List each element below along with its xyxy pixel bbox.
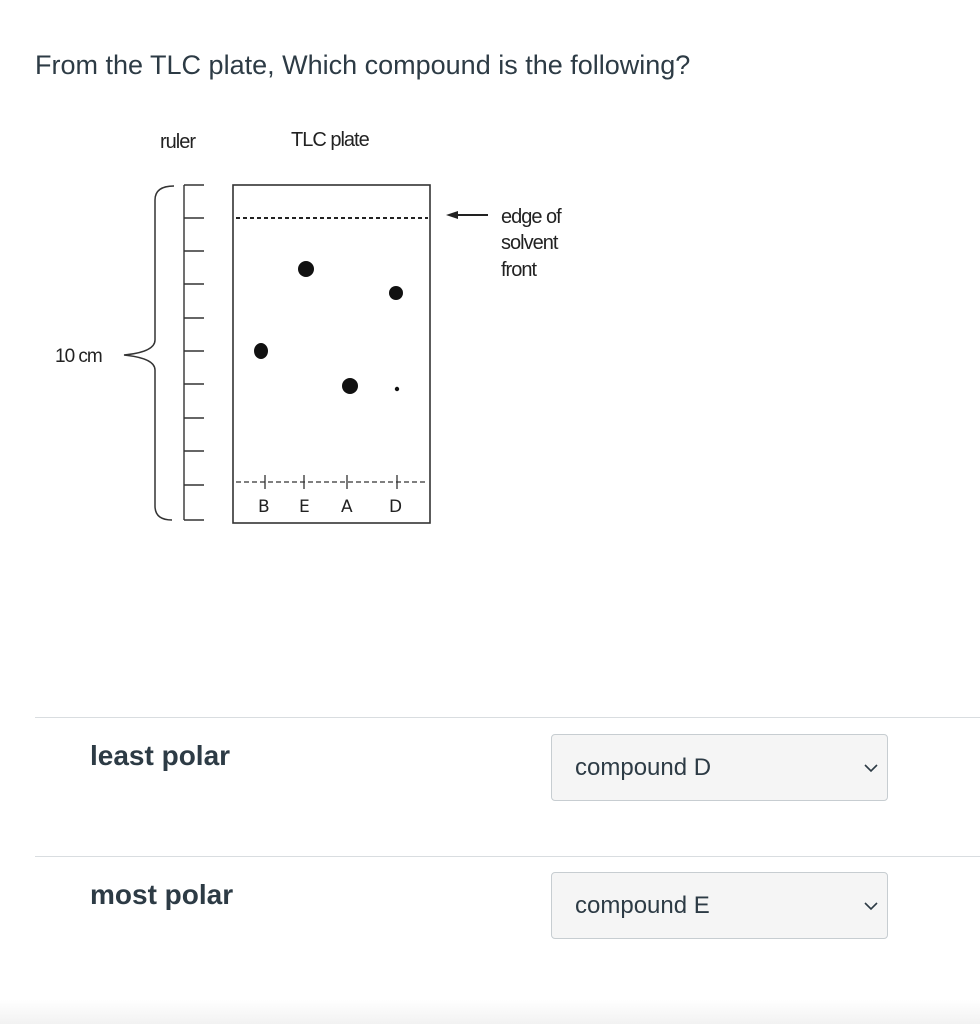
solvent-front-label-line-1: edge of — [501, 206, 562, 228]
lane-ticks — [264, 475, 398, 489]
row-divider — [35, 717, 980, 718]
tlc-figure: ruler TLC plate 10 cm B E A D edg — [55, 129, 563, 524]
row-divider — [35, 856, 980, 857]
ruler-label: ruler — [160, 131, 196, 153]
least-polar-select-value: compound D — [575, 754, 712, 781]
row-label-least-polar: least polar — [90, 740, 231, 771]
length-brace — [123, 185, 175, 521]
spot-d-upper — [389, 286, 403, 300]
lane-label-d: D — [389, 497, 402, 517]
arrow-head-icon — [446, 211, 458, 219]
plate-label: TLC plate — [291, 129, 370, 151]
solvent-front-label-line-2: solvent — [501, 232, 559, 254]
lane-label-a: A — [341, 497, 353, 517]
tlc-plate — [232, 184, 431, 524]
least-polar-select[interactable]: compound D — [551, 734, 888, 801]
lane-label-e: E — [299, 497, 310, 517]
spot-b — [254, 343, 268, 359]
spot-d-lower — [394, 386, 400, 392]
most-polar-select[interactable]: compound E — [551, 872, 888, 939]
chevron-down-icon — [864, 902, 878, 911]
lane-label-b: B — [258, 497, 270, 517]
page-bottom-edge — [0, 1000, 980, 1024]
spot-e — [298, 261, 314, 277]
question-text: From the TLC plate, Which compound is th… — [35, 50, 691, 80]
spot-a — [342, 378, 358, 394]
ruler — [183, 184, 204, 521]
most-polar-select-value: compound E — [575, 892, 710, 919]
length-label: 10 cm — [55, 346, 102, 367]
row-label-most-polar: most polar — [90, 879, 234, 910]
solvent-front-label-line-3: front — [501, 259, 537, 281]
chevron-down-icon — [864, 764, 878, 773]
